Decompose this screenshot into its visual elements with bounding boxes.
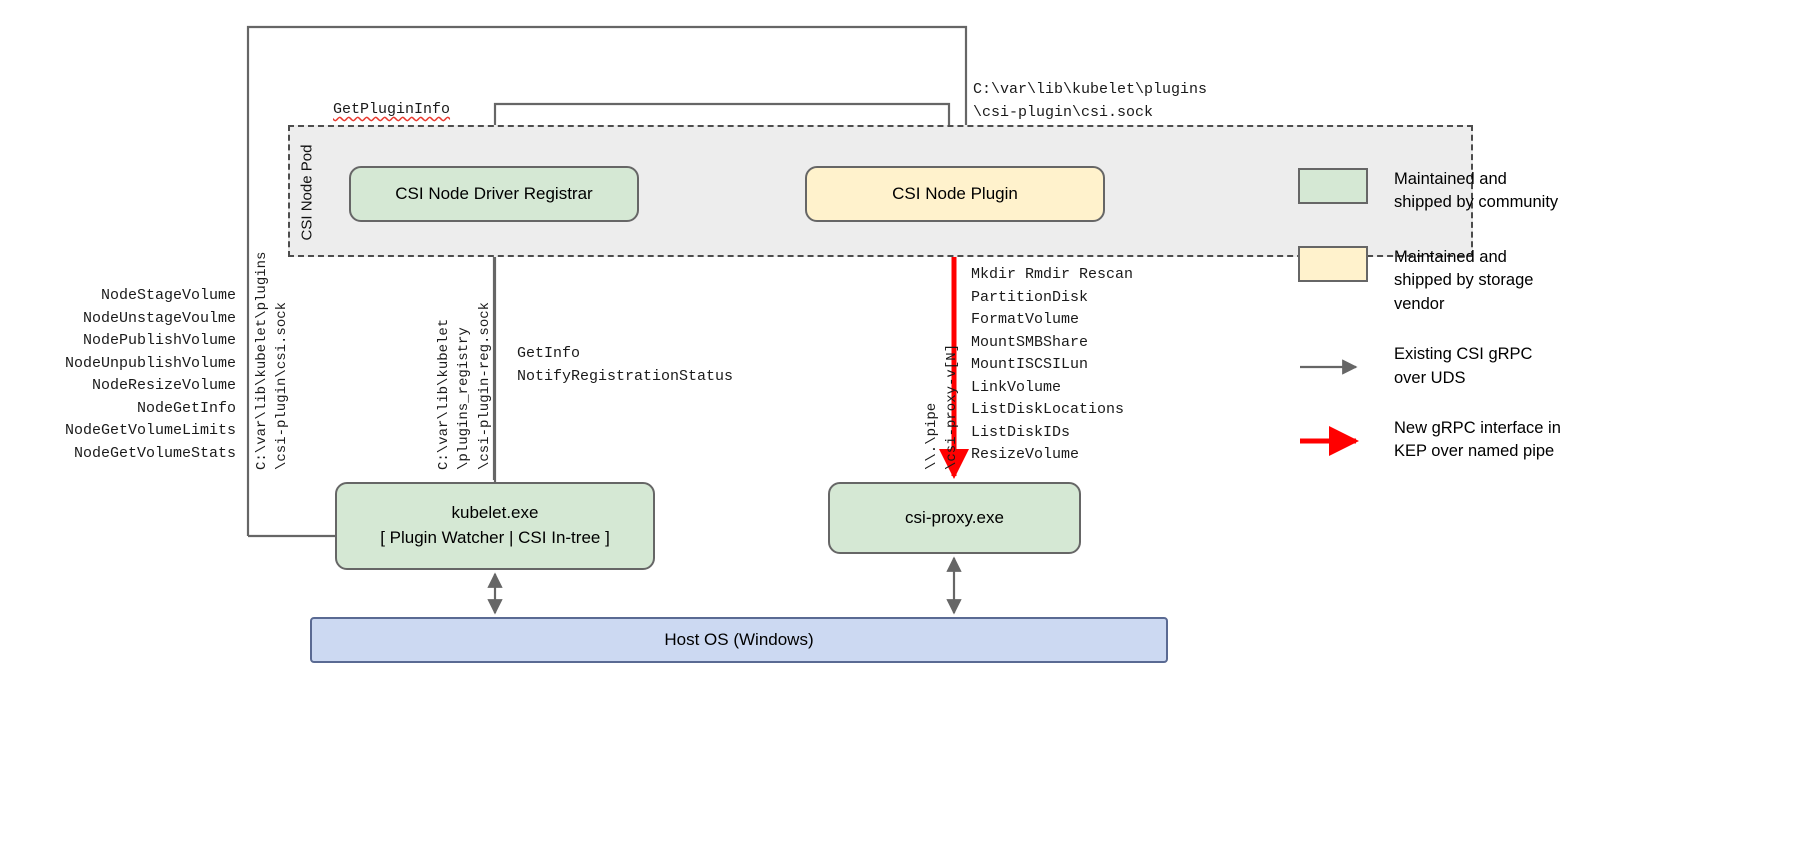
node-operation-item: NodeUnstageVoulme [82, 309, 236, 327]
legend-color-swatch [1298, 168, 1368, 204]
legend-color-swatch [1298, 245, 1368, 282]
legend-row: Maintained and shipped by community [1298, 168, 1798, 215]
node-operation-item: NodeUnpublishVolume [64, 354, 236, 372]
csi-proxy-api-item: Mkdir Rmdir Rescan [971, 266, 1134, 283]
csi-node-plugin-label: CSI Node Plugin [892, 183, 1018, 203]
csi-proxy-api-item: ListDiskIDs [971, 423, 1071, 441]
kubelet-exe-sublabel: [ Plugin Watcher | CSI In-tree ] [380, 528, 610, 547]
csi-proxy-exe-box[interactable]: csi-proxy.exe [828, 482, 1081, 554]
csi-proxy-api-item: MountISCSILun [971, 356, 1089, 373]
node-operation-item: NodeGetVolumeLimits [64, 422, 236, 439]
csi-proxy-api-item: FormatVolume [971, 311, 1080, 328]
csi-plugin-socket-path-label: C:\var\lib\kubelet\plugins \csi-plugin\c… [973, 81, 1208, 121]
legend-label: New gRPC interface in KEP over named pip… [1394, 418, 1561, 461]
csi-proxy-api-item: MountSMBShare [971, 333, 1089, 351]
csi-node-pod-label-text: CSI Node Pod [298, 144, 316, 241]
csi-node-driver-registrar-label: CSI Node Driver Registrar [395, 183, 593, 203]
csi-node-plugin-box[interactable]: CSI Node Plugin [805, 166, 1105, 222]
csi-proxy-api-item: ResizeVolume [971, 446, 1080, 463]
legend-row: New gRPC interface in KEP over named pip… [1298, 419, 1798, 464]
legend-label: Maintained and shipped by community [1394, 170, 1559, 212]
csi-proxy-api-item: LinkVolume [971, 378, 1062, 396]
get-plugin-info-label: GetPluginInfo [333, 101, 451, 118]
csi-proxy-exe-label: csi-proxy.exe [905, 507, 1004, 527]
legend-row: Maintained and shipped by storage vendor [1298, 245, 1798, 316]
node-operation-item: NodePublishVolume [82, 332, 236, 349]
plugin-reg-sock-path-vertical-label: C:\var\lib\kubelet \plugins_registry \cs… [436, 301, 493, 470]
named-pipe-path-vertical-label: \\.\pipe \csi-proxy-v[N] [924, 343, 961, 470]
host-os-box[interactable]: Host OS (Windows) [310, 617, 1168, 663]
host-os-label: Host OS (Windows) [664, 629, 814, 649]
legend-arrow-icon [1298, 347, 1368, 383]
csi-node-pod-label: CSI Node Pod [296, 135, 318, 250]
node-operation-item: NodeStageVolume [100, 287, 236, 304]
node-operation-item: NodeGetVolumeStats [73, 444, 236, 462]
csi-proxy-api-item: PartitionDisk [971, 288, 1089, 306]
kubelet-exe-box[interactable]: kubelet.exe [ Plugin Watcher | CSI In-tr… [335, 482, 655, 570]
legend-label: Maintained and shipped by storage vendor [1394, 247, 1534, 313]
legend-arrow-icon [1298, 421, 1368, 457]
registration-calls-label: GetInfo NotifyRegistrationStatus [517, 345, 734, 385]
legend-row: Existing CSI gRPC over UDS [1298, 345, 1798, 390]
csi-sock-path-vertical-label: C:\var\lib\kubelet\plugins \csi-plugin\c… [254, 251, 291, 470]
kubelet-exe-label: kubelet.exe [451, 503, 539, 523]
csi-node-driver-registrar-box[interactable]: CSI Node Driver Registrar [349, 166, 639, 222]
node-operation-item: NodeGetInfo [136, 399, 236, 417]
legend-label: Existing CSI gRPC over UDS [1394, 345, 1533, 387]
node-operation-item: NodeResizeVolume [91, 377, 236, 394]
csi-proxy-api-item: ListDiskLocations [971, 401, 1125, 418]
